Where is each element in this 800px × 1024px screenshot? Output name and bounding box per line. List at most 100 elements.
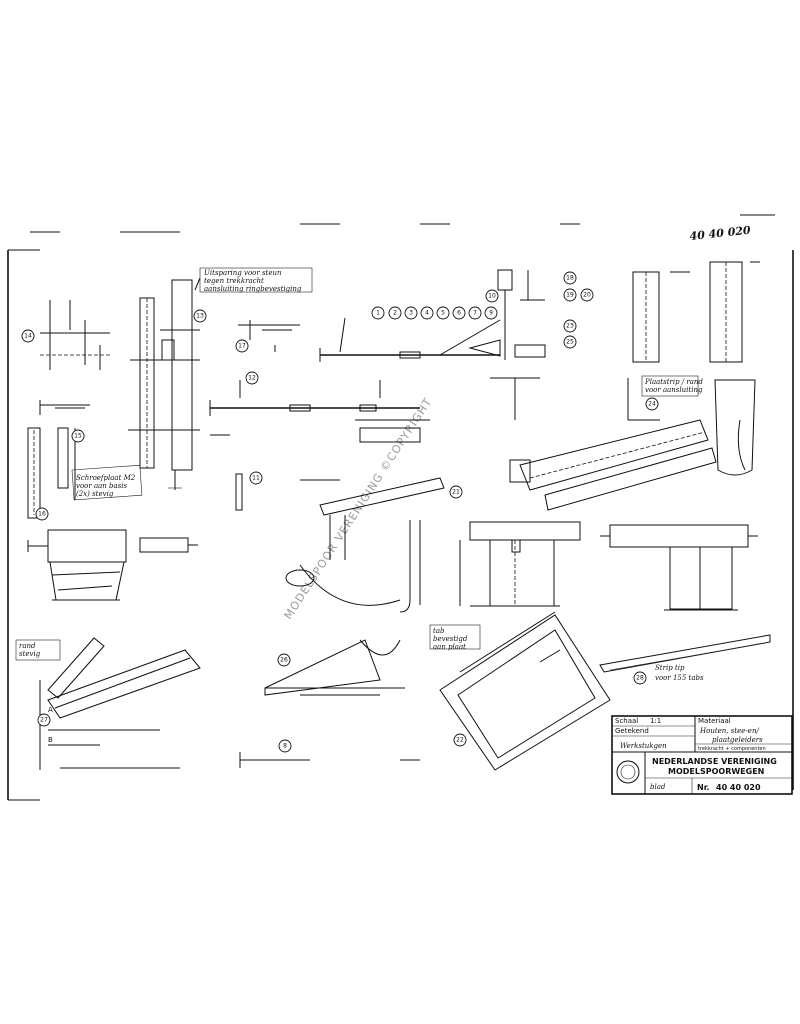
detail-19-pin — [235, 473, 243, 511]
tb-scale-value: 1:1 — [650, 717, 661, 725]
svg-text:12: 12 — [248, 375, 256, 382]
part-bubble-25: 25 — [563, 335, 577, 349]
svg-text:8: 8 — [283, 743, 287, 750]
detail-top-right-profiles — [632, 261, 760, 363]
detail-left-bar — [27, 427, 143, 519]
note-right-side: Plaatstrip / rand voor aansluiting — [644, 378, 703, 394]
svg-text:28: 28 — [636, 675, 644, 682]
part-bubble-7: 7 — [468, 306, 482, 320]
tb-sign: Werkstukgen — [620, 742, 667, 750]
letter-b: B — [48, 736, 53, 744]
svg-text:2: 2 — [393, 310, 397, 317]
svg-text:Plaatstrip / rand: Plaatstrip / rand — [644, 378, 703, 386]
svg-text:9: 9 — [489, 310, 493, 317]
detail-slanted-rail — [490, 377, 717, 511]
letter-a: A — [48, 706, 53, 714]
part-bubble-16: 16 — [35, 507, 49, 521]
part-bubble-27: 27 — [37, 713, 51, 727]
detail-22-skewed-plate — [429, 611, 611, 771]
part-bubble-23: 23 — [563, 319, 577, 333]
tb-scale-label: Schaal — [615, 717, 638, 725]
tb-doc-label: Nr. — [697, 783, 710, 792]
note-bottom-center: tab bevestigd aan plaat — [433, 627, 468, 651]
svg-text:Strip tip: Strip tip — [655, 664, 685, 672]
svg-text:voor aansluiting: voor aansluiting — [645, 386, 703, 394]
part-bubble-13: 13 — [193, 309, 207, 323]
part-bubble-6: 6 — [452, 306, 466, 320]
part-bubble-12: 12 — [245, 371, 259, 385]
svg-text:18: 18 — [566, 275, 574, 282]
svg-text:voor 155 tabs: voor 155 tabs — [655, 674, 704, 682]
svg-text:19: 19 — [566, 292, 574, 299]
svg-text:stevig: stevig — [19, 650, 41, 658]
part-bubble-19: 19 — [563, 288, 577, 302]
svg-text:16: 16 — [38, 511, 46, 518]
part-bubble-18: 18 — [563, 271, 577, 285]
part-bubble-3: 3 — [404, 306, 418, 320]
note-bottom-right: Strip tip voor 155 tabs — [655, 664, 704, 682]
tb-drawn-label: Getekend — [615, 727, 649, 735]
part-bubble-8: 8 — [278, 739, 292, 753]
detail-21-pivot-arm — [285, 477, 445, 613]
part-bubble-9: 9 — [484, 306, 498, 320]
frame-marks — [7, 214, 794, 801]
part-bubble-21: 21 — [449, 485, 463, 499]
svg-text:bevestigd: bevestigd — [433, 635, 468, 643]
part-bubble-1: 1 — [371, 306, 385, 320]
tb-org-line-1: NEDERLANDSE VERENIGING — [652, 757, 777, 766]
detail-right-bracket — [627, 375, 756, 476]
part-bubble-15: 15 — [71, 429, 85, 443]
svg-text:11: 11 — [252, 475, 260, 482]
detail-clamp-block — [27, 529, 198, 601]
tb-title-line-2: plaatgeleiders — [712, 736, 763, 744]
svg-text:13: 13 — [196, 313, 204, 320]
tb-small-line: trekkracht + componenten — [698, 746, 766, 752]
part-bubble-28: 28 — [633, 671, 647, 685]
note-top-center-box: Uitsparing voor steun tegen trekkracht a… — [204, 269, 302, 293]
svg-text:voor aan basis: voor aan basis — [76, 482, 128, 490]
note-bottom-left: rand stevig — [19, 642, 41, 658]
part-bubble-14: 14 — [21, 329, 35, 343]
svg-text:aan plaat: aan plaat — [433, 643, 466, 651]
svg-text:Schroefplaat M2: Schroefplaat M2 — [76, 474, 136, 482]
svg-text:aansluiting ringbevestiging: aansluiting ringbevestiging — [204, 285, 302, 293]
detail-angled-assembly — [15, 637, 201, 770]
svg-text:tegen trekkracht: tegen trekkracht — [204, 277, 264, 285]
tb-material-label: Materiaal — [698, 717, 731, 725]
tb-title-line-1: Houten, stee-en/ — [699, 727, 759, 735]
tb-doc-number: 40 40 020 — [716, 783, 761, 792]
svg-text:15: 15 — [74, 433, 82, 440]
part-bubble-5: 5 — [436, 306, 450, 320]
svg-text:rand: rand — [19, 642, 36, 650]
tb-org-line-2: MODELSPOORWEGEN — [668, 767, 764, 776]
svg-text:23: 23 — [566, 323, 574, 330]
svg-text:tab: tab — [433, 627, 445, 635]
part-bubble-22: 22 — [453, 733, 467, 747]
part-bubble-11: 11 — [249, 471, 263, 485]
svg-text:5: 5 — [441, 310, 445, 317]
svg-text:24: 24 — [648, 401, 656, 408]
detail-top-rod-assembly — [319, 269, 546, 362]
detail-17-small-part — [238, 320, 300, 352]
part-bubble-24: 24 — [645, 397, 659, 411]
svg-text:(2x) stevig: (2x) stevig — [76, 490, 114, 498]
detail-16-cross-section — [39, 300, 110, 415]
title-block — [611, 715, 793, 795]
svg-text:1: 1 — [376, 310, 380, 317]
svg-text:10: 10 — [488, 293, 496, 300]
svg-text:17: 17 — [238, 343, 246, 350]
detail-12-long-rod — [209, 380, 430, 443]
detail-26-triangle-frame — [239, 639, 420, 768]
svg-text:7: 7 — [473, 310, 477, 317]
svg-text:26: 26 — [280, 657, 288, 664]
svg-text:20: 20 — [583, 292, 591, 299]
svg-text:Uitsparing voor steun: Uitsparing voor steun — [204, 269, 282, 277]
copyright-watermark: MODELSPOOR VERENIGING ©COPYRIGHT — [282, 396, 435, 622]
svg-text:3: 3 — [409, 310, 413, 317]
svg-text:6: 6 — [457, 310, 461, 317]
svg-text:27: 27 — [40, 717, 48, 724]
part-bubble-17: 17 — [235, 339, 249, 353]
part-bubble-26: 26 — [277, 653, 291, 667]
detail-center-t-profile — [459, 521, 581, 607]
